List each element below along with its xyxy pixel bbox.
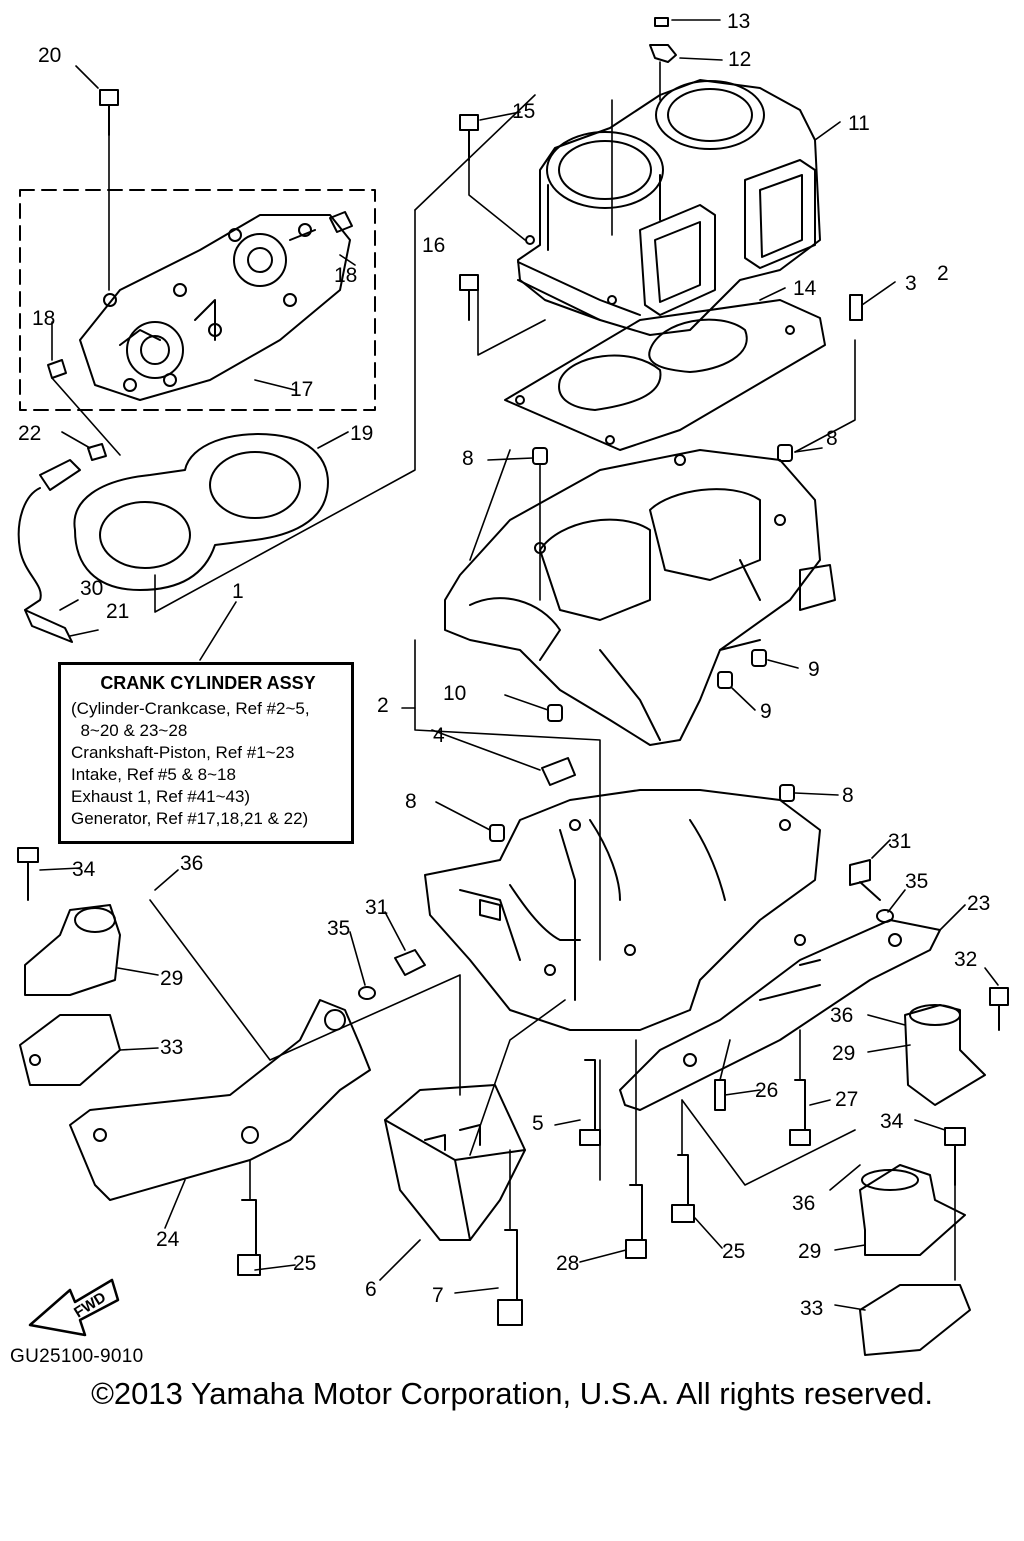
callout-36: 36 [830, 1004, 853, 1027]
cylinder-gasket [504, 299, 826, 451]
generator-kit-boundary [19, 189, 376, 411]
engine-mount-29-right [904, 1004, 986, 1106]
leader-lines [39, 19, 999, 1311]
assembly-legend: CRANK CYLINDER ASSY (Cylinder-Crankcase,… [58, 662, 354, 844]
callout-2: 2 [937, 262, 949, 285]
upper-crankcase [444, 449, 836, 746]
head-gasket [73, 433, 329, 591]
callout-8: 8 [826, 427, 838, 450]
callout-3: 3 [905, 272, 917, 295]
legend-line: Exhaust 1, Ref #41~43) [71, 787, 251, 806]
legend-line: Intake, Ref #5 & 8~18 [71, 765, 236, 784]
legend-line: (Cylinder-Crankcase, Ref #2~5, [71, 699, 310, 718]
callout-11: 11 [848, 112, 870, 135]
callout-29: 29 [798, 1240, 821, 1263]
callout-7: 7 [432, 1284, 444, 1307]
callout-15: 15 [512, 100, 535, 123]
bolts [17, 17, 1009, 1326]
legend-line: Crankshaft-Piston, Ref #1~23 [71, 743, 295, 762]
drawing-id: GU25100-9010 [10, 1346, 144, 1367]
fwd-arrow-icon [28, 1278, 120, 1337]
callout-16: 16 [422, 234, 445, 257]
callout-17: 17 [290, 378, 313, 401]
damper-33-right [859, 1284, 971, 1356]
engine-mount-29-left [24, 904, 121, 996]
callout-5: 5 [532, 1112, 544, 1135]
callout-13: 13 [727, 10, 750, 33]
callout-36: 36 [180, 852, 203, 875]
copyright-notice: ©2013 Yamaha Motor Corporation, U.S.A. A… [91, 1376, 933, 1411]
callout-35: 35 [327, 917, 350, 940]
callout-25: 25 [722, 1240, 745, 1263]
lower-crankcase [424, 789, 821, 1031]
callout-10: 10 [443, 682, 466, 705]
damper-33-left [19, 1014, 121, 1086]
engine-mount-right [619, 919, 941, 1111]
callout-19: 19 [350, 422, 373, 445]
callout-29: 29 [832, 1042, 855, 1065]
callout-1: 1 [232, 580, 244, 603]
cylinder-block [517, 79, 821, 336]
callout-32: 32 [954, 948, 977, 971]
callout-30: 30 [80, 577, 103, 600]
legend-title: CRANK CYLINDER ASSY [100, 673, 316, 693]
callout-14: 14 [793, 277, 817, 300]
callout-35: 35 [905, 870, 928, 893]
callout-28: 28 [556, 1252, 579, 1275]
callout-18: 18 [32, 307, 55, 330]
callout-22: 22 [18, 422, 41, 445]
callout-36: 36 [792, 1192, 815, 1215]
callout-31: 31 [365, 896, 388, 919]
callout-31: 31 [888, 830, 911, 853]
dowel-pins [47, 211, 894, 1000]
callout-8: 8 [842, 784, 854, 807]
cylinder-head [79, 214, 351, 401]
legend-line: Generator, Ref #17,18,21 & 22) [71, 809, 309, 828]
callout-8: 8 [405, 790, 417, 813]
callout-29: 29 [160, 967, 183, 990]
callout-4: 4 [433, 724, 445, 747]
callout-34: 34 [880, 1110, 904, 1133]
engine-mount-29-lower [859, 1164, 966, 1256]
engine-mount-left [69, 999, 371, 1201]
callout-33: 33 [160, 1036, 183, 1059]
callout-6: 6 [365, 1278, 377, 1301]
callout-34: 34 [72, 858, 96, 881]
callout-33: 33 [800, 1297, 823, 1320]
legend-line: 8~20 & 23~28 [71, 721, 188, 740]
callout-12: 12 [728, 48, 751, 71]
callout-20: 20 [38, 44, 61, 67]
oil-tray [384, 1084, 526, 1241]
callout-27: 27 [835, 1088, 858, 1111]
callout-2: 2 [377, 694, 389, 717]
callout-18: 18 [334, 264, 357, 287]
callout-9: 9 [808, 658, 820, 681]
callout-25: 25 [293, 1252, 316, 1275]
callout-21: 21 [106, 600, 129, 623]
callout-23: 23 [967, 892, 990, 915]
callout-24: 24 [156, 1228, 180, 1251]
callout-9: 9 [760, 700, 772, 723]
callout-26: 26 [755, 1079, 778, 1102]
callout-8: 8 [462, 447, 474, 470]
generator-cable [17, 459, 81, 643]
